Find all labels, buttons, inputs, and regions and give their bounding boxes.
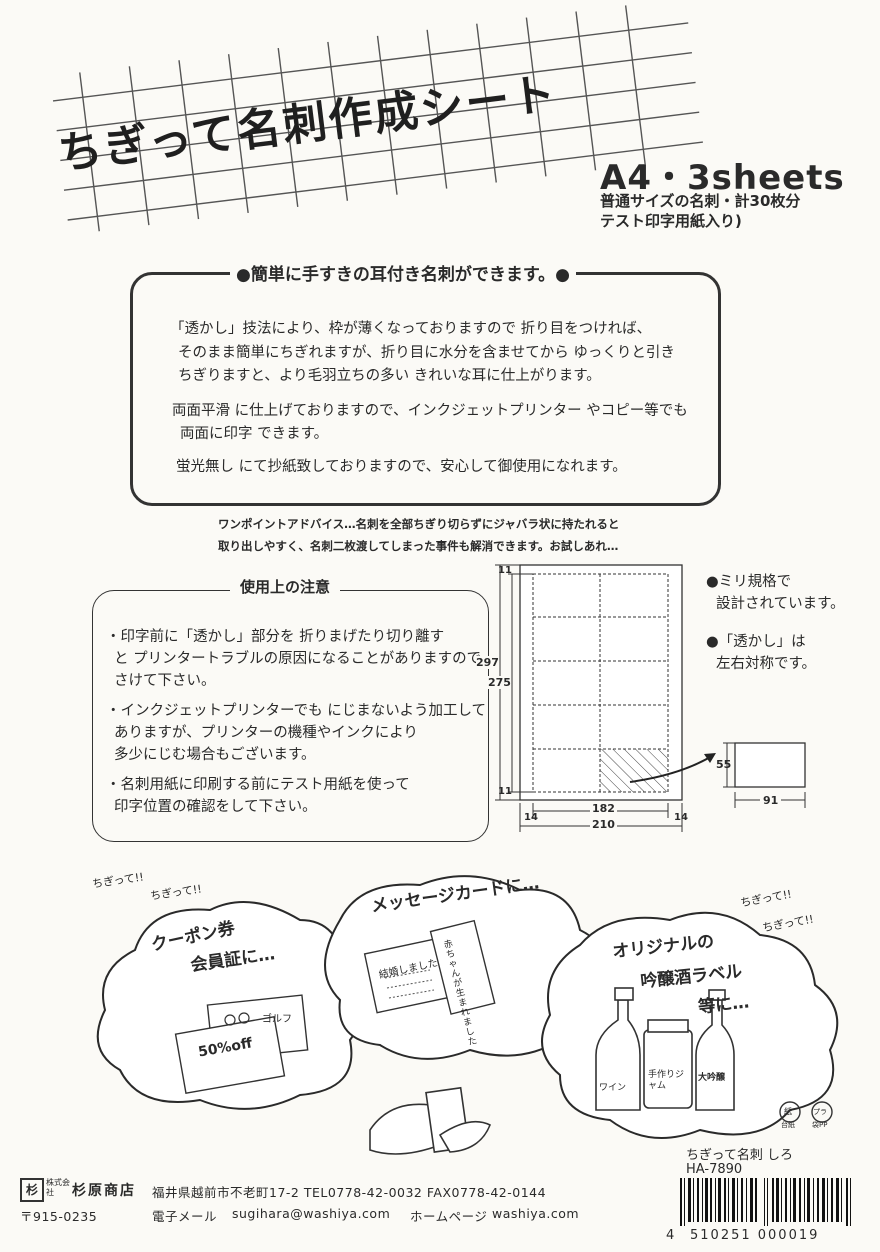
- feature-line: 蛍光無し にて抄紙致しておりますので、安心して御使用になれます。: [176, 459, 627, 475]
- dim-top: 11: [498, 565, 512, 576]
- dim-inner-w: 182: [590, 802, 617, 815]
- wine-label: ワイン: [599, 1083, 627, 1093]
- feature-line: 両面平滑 に仕上げておりますので、インクジェットプリンター やコピー等でも: [172, 403, 688, 419]
- diagram-note-1b: 設計されています。: [716, 596, 845, 612]
- caution-line: ・インクジェットプリンターでも にじまないよう加工して: [106, 703, 487, 719]
- email-label: 電子メール: [152, 1209, 218, 1224]
- spec-sheets: A4・3sheets: [600, 158, 845, 198]
- caution-heading: 使用上の注意: [230, 576, 341, 597]
- feature-line: 両面に印字 できます。: [180, 426, 329, 442]
- golf-text: ゴルフ: [262, 1014, 292, 1025]
- spec-line-2: テスト印字用紙入り): [600, 212, 742, 230]
- barcode-lead-digit: 4: [666, 1228, 675, 1243]
- recycle-plastic-icon: プラ: [813, 1108, 827, 1116]
- feature-line: そのまま簡単にちぎれますが、折り目に水分を含ませてから ゆっくりと引き: [178, 345, 675, 361]
- caution-line: ・名刺用紙に印刷する前にテスト用紙を使って: [106, 777, 410, 793]
- caution-line: さけて下さい。: [114, 673, 216, 689]
- feature-line: ちぎりますと、より毛羽立ちの多い きれいな耳に仕上がります。: [178, 368, 601, 384]
- caution-line: ありますが、プリンターの機種やインクにより: [114, 725, 418, 741]
- caution-line: ・印字前に「透かし」部分を 折りまげたり切り離す: [106, 629, 445, 645]
- title-grid: [52, 5, 703, 232]
- feature-line: 「透かし」技法により、枠が薄くなっておりますので 折り目をつければ、: [170, 321, 652, 337]
- company-name: 杉原商店: [72, 1183, 136, 1199]
- sheet-diagram: [495, 564, 806, 832]
- recycle-plastic-label: 袋PP: [812, 1121, 828, 1129]
- product-name: ちぎって名刺 しろ: [686, 1148, 793, 1163]
- etc-text: 等に…: [697, 992, 751, 1018]
- caution-line: 多少にじむ場合もございます。: [114, 747, 316, 763]
- recycle-paper-label: 台紙: [781, 1121, 795, 1129]
- caution-line: と プリンタートラブルの原因になることがありますので: [114, 651, 482, 667]
- card-h: 55: [716, 758, 732, 771]
- dim-outer-w: 210: [590, 818, 617, 831]
- dim-right: 14: [674, 812, 688, 823]
- features-heading: ●簡単に手すきの耳付き名刺ができます。●: [230, 260, 576, 285]
- company-logo-icon: 杉: [20, 1178, 44, 1202]
- barcode: [680, 1178, 851, 1226]
- dim-bottom: 11: [498, 786, 512, 797]
- dim-inner-h: 275: [488, 676, 511, 689]
- email-address[interactable]: sugihara@washiya.com: [232, 1206, 391, 1221]
- diagram-note-2b: 左右対称です。: [716, 656, 817, 672]
- company-prefix: 株式会社: [46, 1178, 70, 1197]
- web-label: ホームページ: [410, 1209, 488, 1224]
- ginjo-label: 大吟醸: [698, 1073, 726, 1083]
- tip-line-1: ワンポイントアドバイス…名刺を全部ちぎり切らずにジャバラ状に持たれると: [218, 517, 620, 531]
- barcode-digits: 510251 000019: [690, 1228, 820, 1243]
- product-code: HA-7890: [686, 1162, 743, 1177]
- website-link[interactable]: washiya.com: [492, 1206, 580, 1221]
- dim-left: 14: [524, 812, 538, 823]
- spec-line-1: 普通サイズの名刺・計30枚分: [600, 192, 801, 210]
- diagram-note-1a: ●ミリ規格で: [706, 574, 792, 590]
- postal-code: 〒915-0235: [20, 1209, 98, 1224]
- card-w: 91: [760, 794, 782, 807]
- dim-outer-h: 297: [476, 656, 499, 669]
- caution-line: 印字位置の確認をして下さい。: [114, 799, 317, 815]
- jam-label: 手作りジャム: [648, 1070, 685, 1091]
- diagram-note-2a: ●「透かし」は: [706, 634, 806, 650]
- cloud-illustration: [96, 875, 839, 1155]
- tip-line-2: 取り出しやすく、名刺二枚渡してしまった事件も解消できます。お試しあれ…: [218, 539, 619, 553]
- recycle-paper-icon: 紙: [784, 1107, 792, 1116]
- company-address: 福井県越前市不老町17-2 TEL0778-42-0032 FAX0778-42…: [152, 1185, 547, 1200]
